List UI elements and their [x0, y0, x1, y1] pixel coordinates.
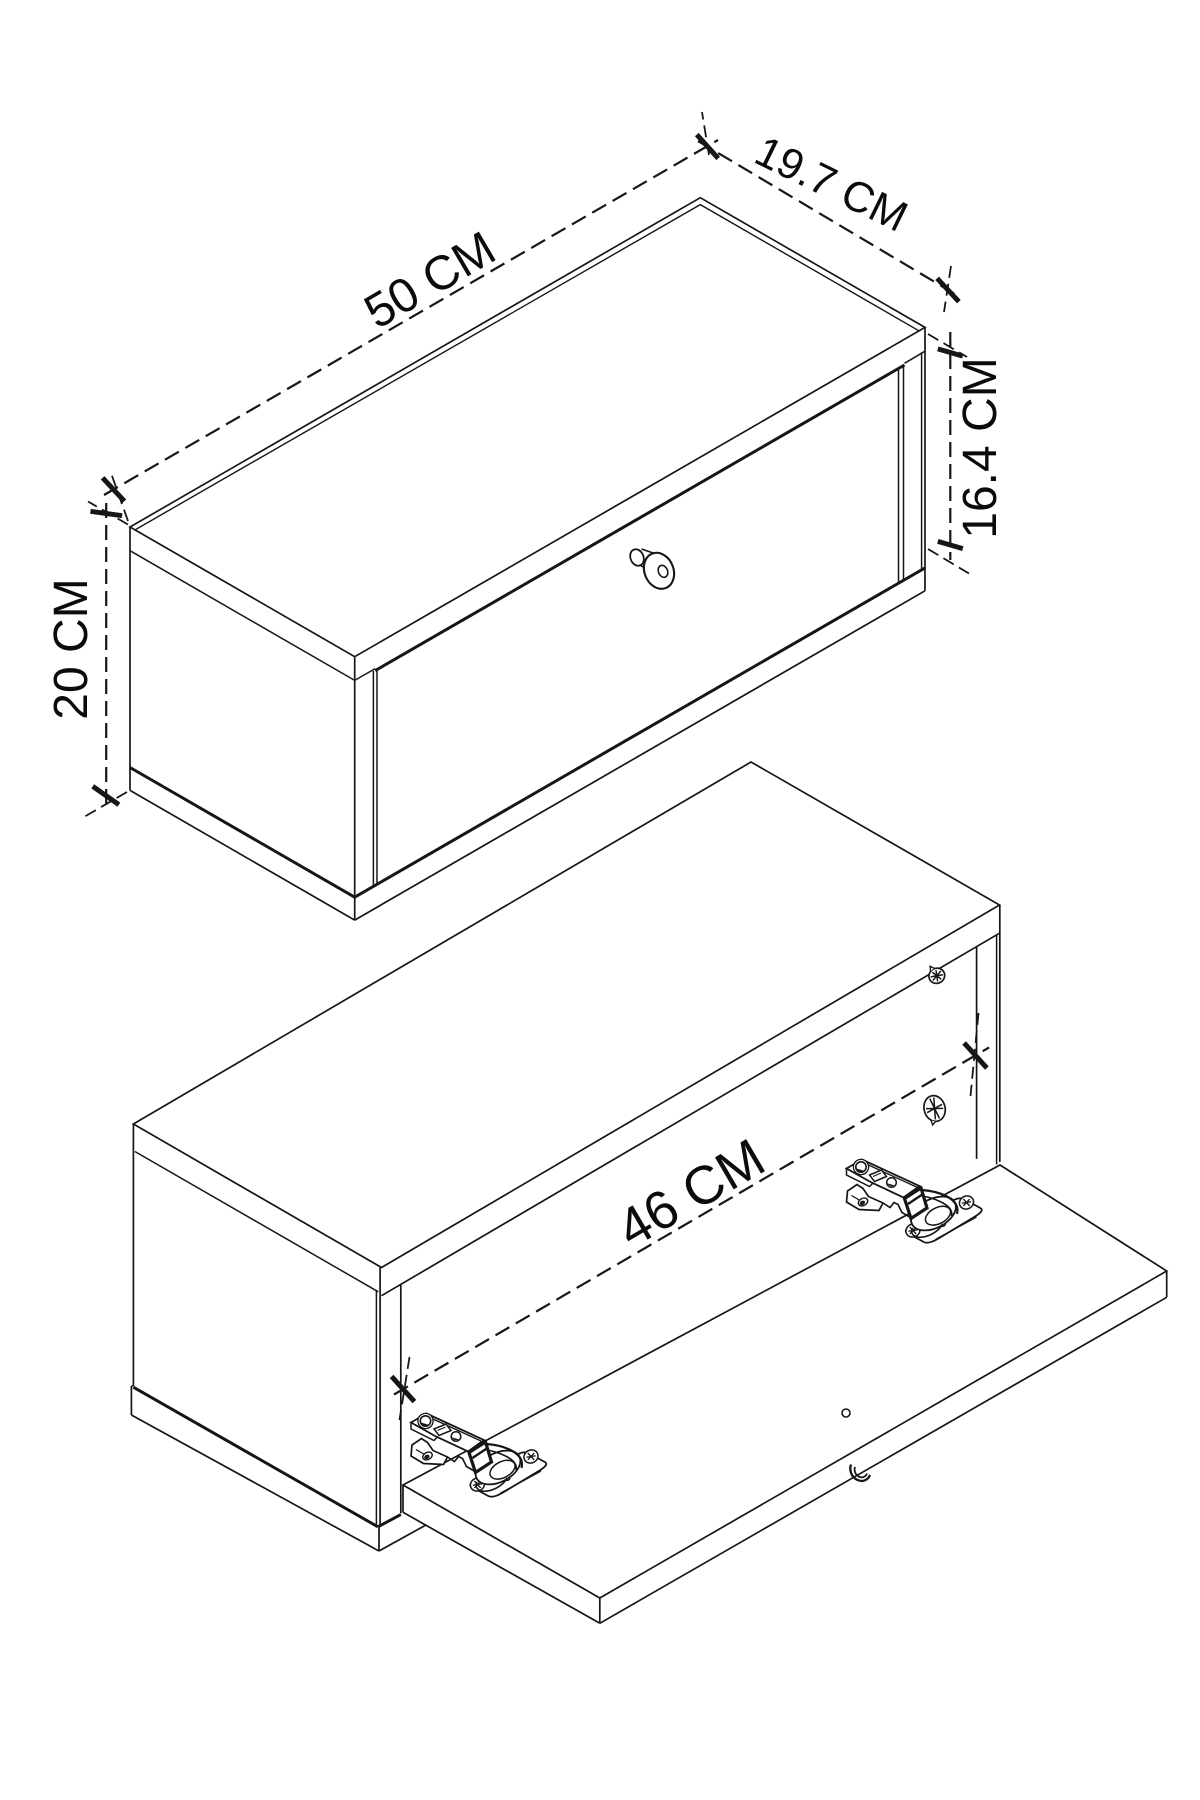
- svg-text:16.4 CM: 16.4 CM: [954, 357, 1007, 538]
- svg-text:20 CM: 20 CM: [45, 578, 98, 719]
